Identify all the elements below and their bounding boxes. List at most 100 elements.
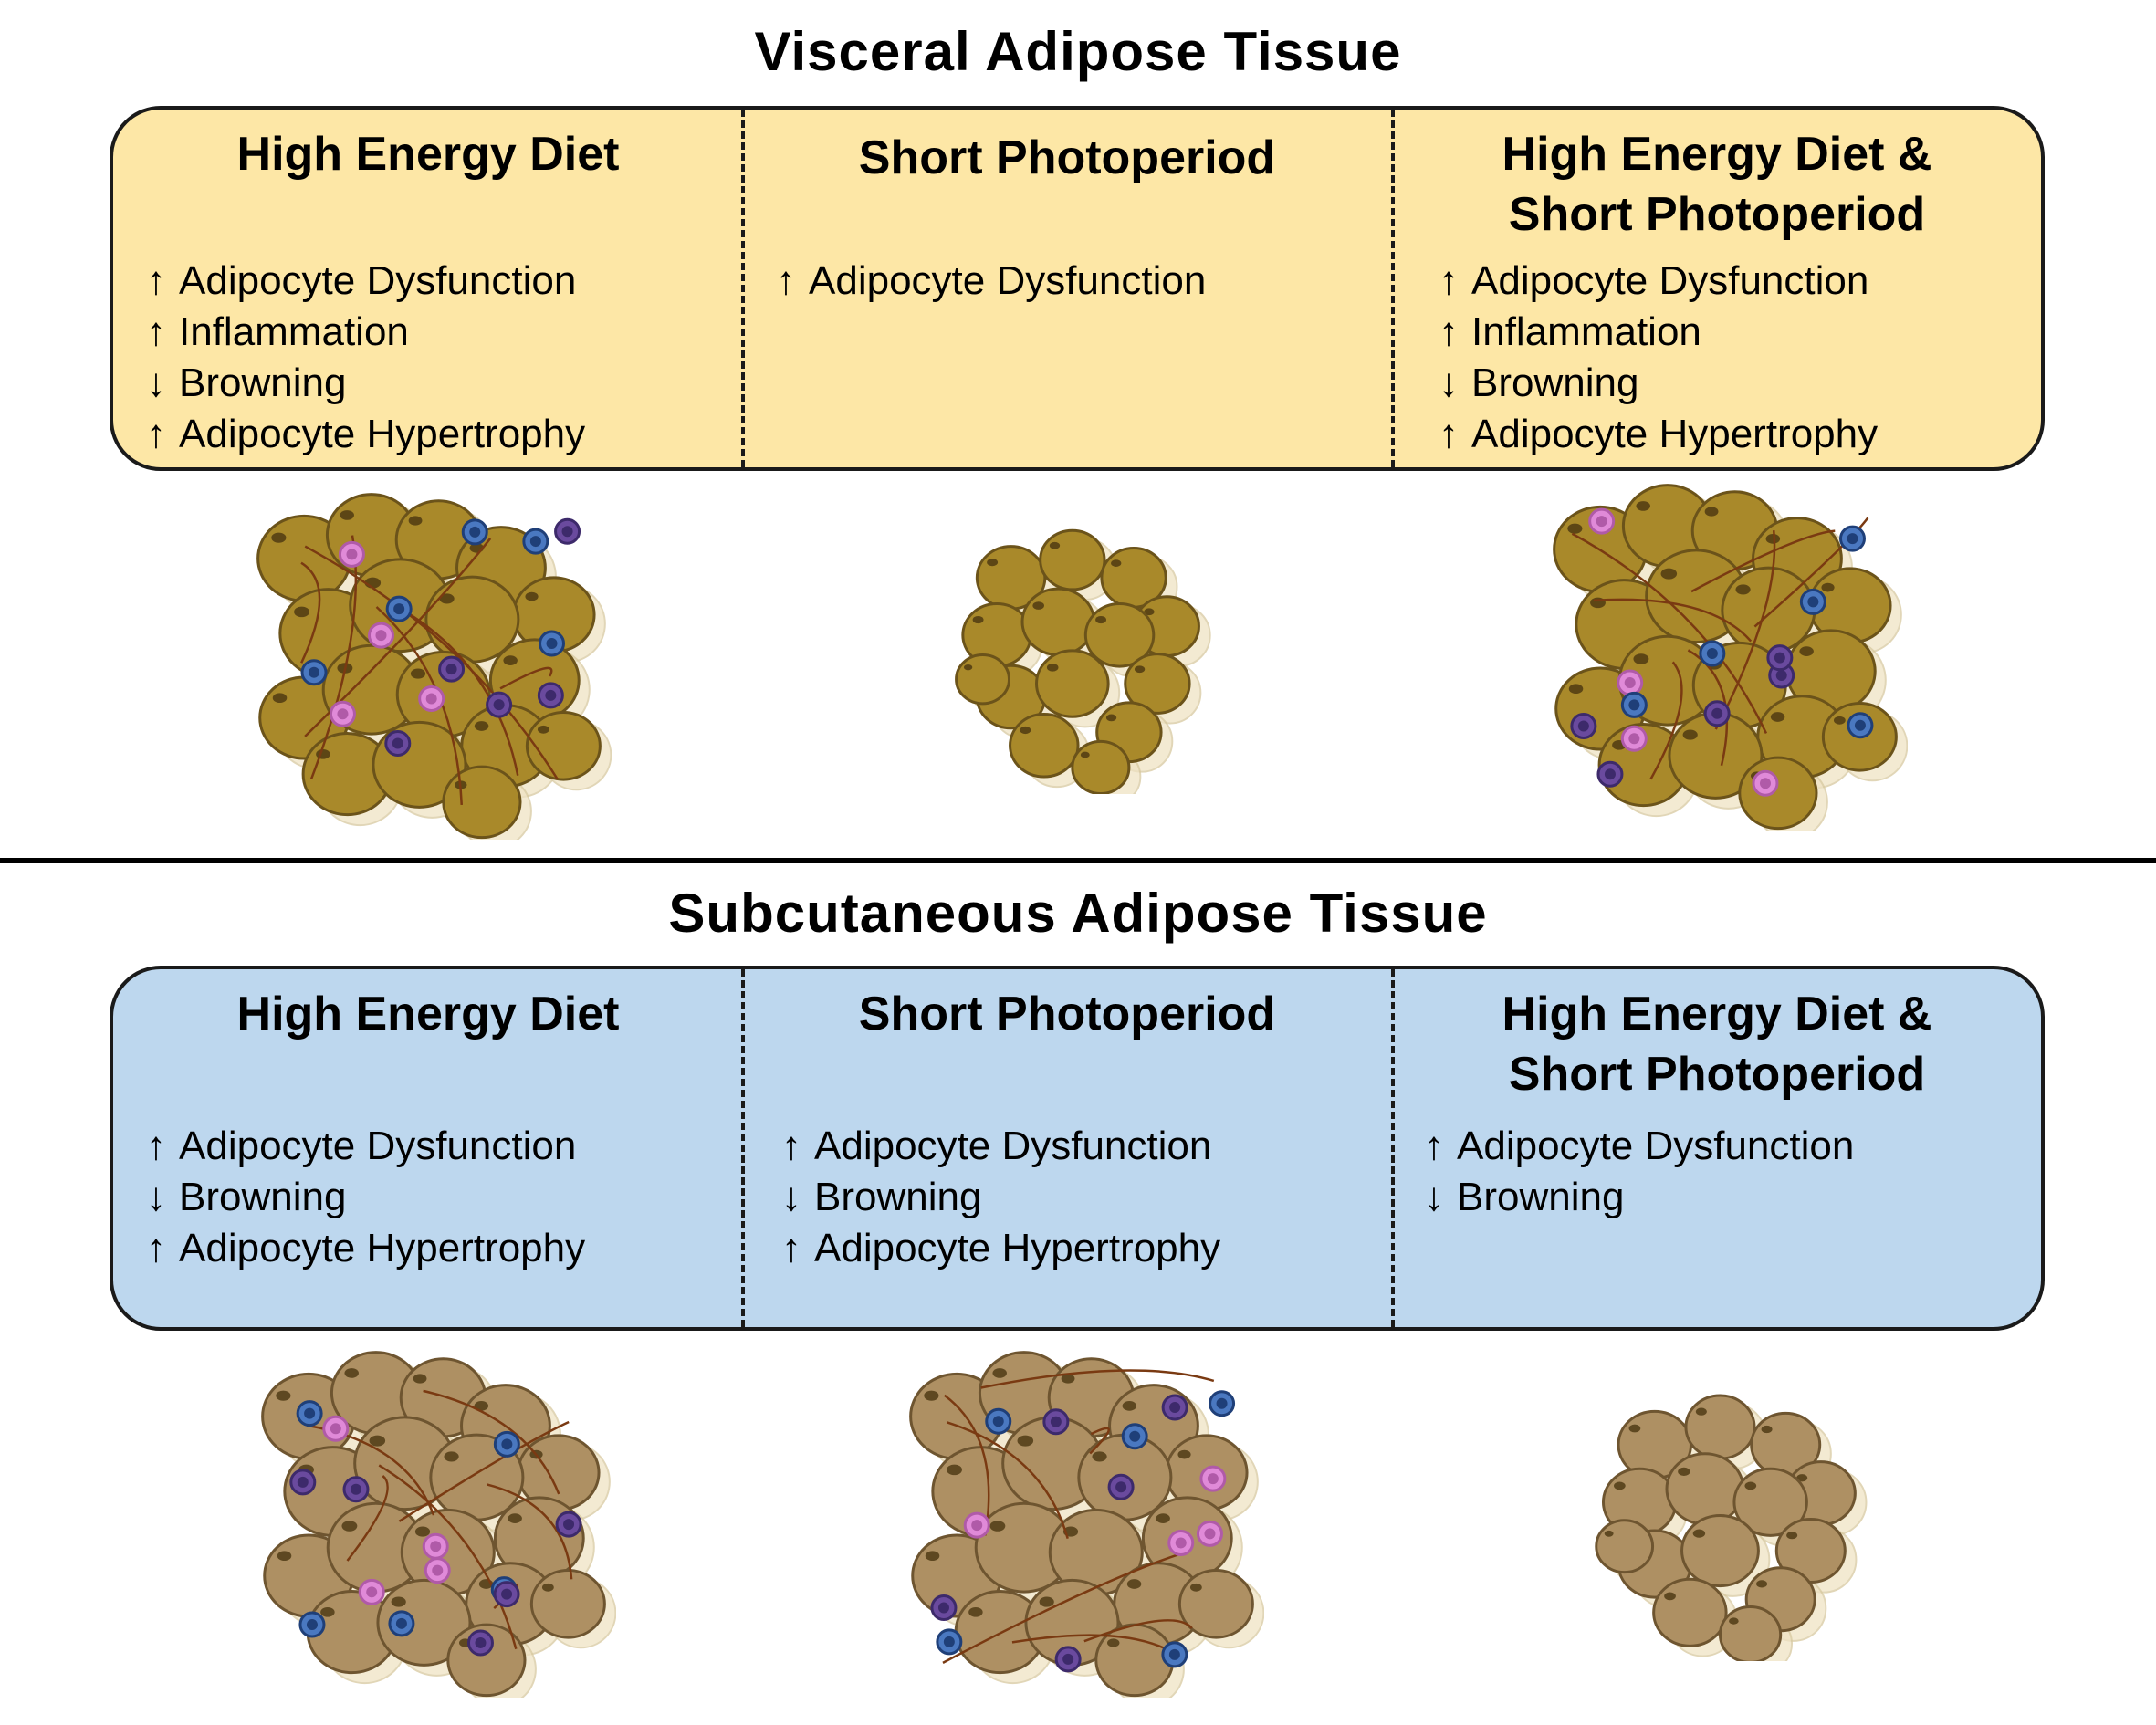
arrow-down-icon: ↓ bbox=[1424, 1175, 1444, 1219]
adipocyte bbox=[1039, 528, 1106, 591]
adipocyte-nucleus bbox=[992, 1368, 1007, 1378]
visceral-tissue-sp bbox=[955, 528, 1211, 794]
adipocyte-nucleus bbox=[1049, 541, 1061, 549]
adipocyte-nucleus bbox=[1134, 665, 1146, 674]
mast-cell-nucleus bbox=[346, 549, 358, 560]
adipocyte-nucleus bbox=[1765, 534, 1781, 544]
macrophage-nucleus bbox=[1774, 652, 1785, 664]
blood-vessel bbox=[378, 1464, 518, 1650]
macrophage-nucleus bbox=[493, 699, 505, 711]
lymphocyte-nucleus bbox=[1168, 1648, 1180, 1660]
adipocyte-nucleus bbox=[1695, 1407, 1707, 1416]
macrophage-nucleus bbox=[563, 1519, 575, 1531]
lymphocyte-nucleus bbox=[309, 666, 320, 678]
adipocyte-nucleus bbox=[341, 1521, 358, 1532]
tissue-cluster bbox=[955, 528, 1211, 794]
mast-cell-nucleus bbox=[375, 630, 387, 642]
effect-item: ↑Adipocyte Dysfunction bbox=[781, 1121, 1220, 1172]
macrophage-nucleus bbox=[445, 664, 457, 675]
blood-vessel bbox=[400, 607, 519, 776]
effect-item: ↑Adipocyte Hypertrophy bbox=[1439, 409, 1878, 460]
adipocyte-nucleus bbox=[276, 1390, 291, 1401]
adipocyte-nucleus bbox=[924, 1390, 939, 1401]
adipocyte-nucleus bbox=[413, 1374, 427, 1384]
adipocyte-nucleus bbox=[1660, 568, 1678, 580]
arrow-down-icon: ↓ bbox=[146, 361, 166, 405]
adipocyte-nucleus bbox=[474, 721, 489, 731]
adipocyte-nucleus bbox=[1735, 584, 1751, 595]
macrophage-nucleus bbox=[475, 1636, 487, 1648]
blood-vessel bbox=[1753, 517, 1869, 628]
visceral-section-title: Visceral Adipose Tissue bbox=[754, 21, 1402, 82]
adipocyte-nucleus bbox=[1567, 523, 1583, 534]
subq-col-combined: High Energy Diet & Short Photoperiod ↑Ad… bbox=[1393, 969, 2041, 1327]
column-title: High Energy Diet bbox=[236, 128, 620, 181]
effects-list: ↑Adipocyte Dysfunction ↓Browning bbox=[1424, 1121, 1854, 1223]
effect-item: ↑Adipocyte Hypertrophy bbox=[146, 409, 585, 460]
adipocyte-nucleus bbox=[1017, 1435, 1034, 1447]
adipocyte bbox=[1652, 1577, 1728, 1647]
adipocyte-nucleus bbox=[1568, 684, 1584, 695]
adipocyte-nucleus bbox=[508, 1513, 522, 1523]
mast-cell-nucleus bbox=[337, 708, 349, 720]
lymphocyte-nucleus bbox=[304, 1407, 316, 1419]
adipocyte-nucleus bbox=[1704, 507, 1719, 517]
column-divider bbox=[741, 969, 745, 1327]
adipocyte-nucleus bbox=[1039, 1596, 1054, 1607]
adipocyte-nucleus bbox=[1105, 714, 1117, 722]
lymphocyte-nucleus bbox=[529, 536, 541, 548]
effects-list: ↑Adipocyte Dysfunction ↓Browning ↑Adipoc… bbox=[781, 1121, 1220, 1274]
blood-vessel bbox=[943, 1394, 990, 1536]
adipocyte bbox=[1595, 1519, 1655, 1574]
subq-tissue-hed bbox=[261, 1351, 616, 1698]
effect-item: ↑Inflammation bbox=[1439, 307, 1878, 358]
subq-col-short-photoperiod: Short Photoperiod ↑Adipocyte Dysfunction… bbox=[743, 969, 1391, 1327]
adipocyte-nucleus bbox=[1156, 1513, 1170, 1523]
adipocyte bbox=[1665, 1452, 1745, 1526]
blood-vessel bbox=[1687, 649, 1728, 767]
adipocyte-nucleus bbox=[1756, 1580, 1768, 1588]
lymphocyte-nucleus bbox=[1854, 719, 1866, 731]
lymphocyte-nucleus bbox=[1129, 1430, 1141, 1442]
blood-vessel bbox=[980, 1369, 1215, 1389]
blood-vessel bbox=[398, 1420, 570, 1522]
macrophage-nucleus bbox=[1050, 1416, 1062, 1427]
arrow-down-icon: ↓ bbox=[146, 1175, 166, 1219]
lymphocyte-nucleus bbox=[395, 1617, 407, 1629]
adipocyte-nucleus bbox=[1744, 1481, 1757, 1490]
effect-item: ↑Inflammation bbox=[146, 307, 585, 358]
adipocyte-nucleus bbox=[989, 1521, 1006, 1532]
adipocyte-nucleus bbox=[1061, 1374, 1075, 1384]
visceral-col-short-photoperiod: Short Photoperiod ↑Adipocyte Dysfunction bbox=[743, 110, 1391, 467]
effect-item: ↓Browning bbox=[146, 1172, 585, 1223]
arrow-up-icon: ↑ bbox=[1439, 309, 1459, 354]
effect-item: ↑Adipocyte Dysfunction bbox=[146, 1121, 585, 1172]
adipocyte-nucleus bbox=[1111, 559, 1122, 567]
visceral-col-high-energy-diet: High Energy Diet ↑Adipocyte Dysfunction … bbox=[113, 110, 743, 467]
effect-item: ↑Adipocyte Dysfunction bbox=[1439, 256, 1878, 307]
tissue-cluster bbox=[909, 1351, 1264, 1698]
adipocyte-nucleus bbox=[1761, 1425, 1773, 1434]
effect-item: ↓Browning bbox=[1439, 358, 1878, 409]
adipocyte-nucleus bbox=[1107, 1638, 1120, 1647]
subcutaneous-section-title: Subcutaneous Adipose Tissue bbox=[668, 883, 1488, 944]
subq-tissue-combined bbox=[1595, 1394, 1868, 1661]
adipocyte-nucleus bbox=[1664, 1592, 1676, 1601]
lymphocyte-nucleus bbox=[546, 637, 558, 649]
tissue-cluster bbox=[1553, 484, 1908, 831]
arrow-down-icon: ↓ bbox=[1439, 361, 1459, 405]
effect-item: ↓Browning bbox=[781, 1172, 1220, 1223]
macrophage-nucleus bbox=[1711, 707, 1723, 719]
effect-item: ↑Adipocyte Hypertrophy bbox=[781, 1223, 1220, 1274]
adipocyte-nucleus bbox=[369, 1435, 386, 1447]
lymphocyte-nucleus bbox=[1216, 1397, 1228, 1409]
column-title: High Energy Diet & Short Photoperiod bbox=[1502, 988, 1932, 1101]
mast-cell-nucleus bbox=[425, 693, 437, 705]
adipocyte bbox=[1035, 649, 1110, 718]
macrophage-nucleus bbox=[351, 1483, 362, 1495]
blood-vessel bbox=[946, 1421, 1069, 1540]
effect-item: ↑Adipocyte Dysfunction bbox=[1424, 1121, 1854, 1172]
mast-cell-nucleus bbox=[1175, 1537, 1187, 1549]
adipocyte-nucleus bbox=[272, 693, 288, 704]
mast-cell-nucleus bbox=[971, 1520, 983, 1532]
